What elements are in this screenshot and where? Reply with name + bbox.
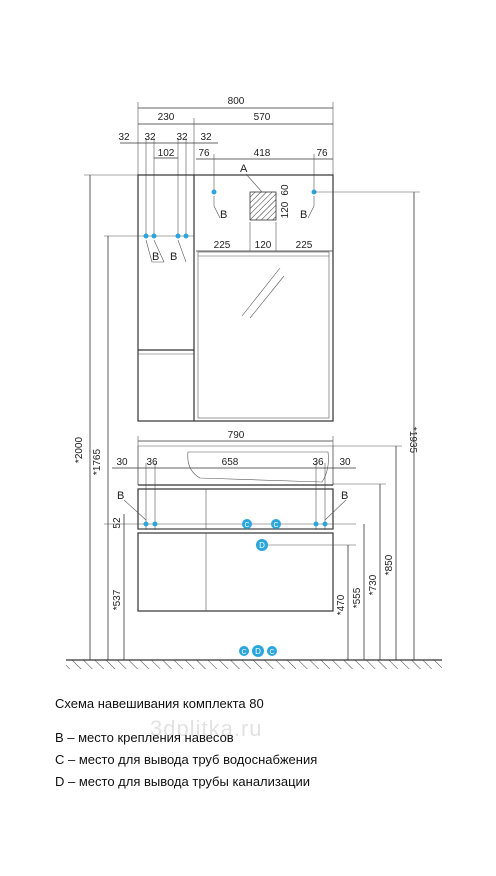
dim-basin-658: 658 <box>222 457 239 468</box>
dim-basin-36-right: 36 <box>312 457 324 468</box>
mirror-cabinet: A 60 120 B B 225 120 225 B B <box>104 163 334 422</box>
hook-point-vanity-4 <box>322 521 328 527</box>
floor-outlets: C D C <box>239 645 277 657</box>
dim-mirror-width: 570 <box>254 112 271 123</box>
dim-850: *850 <box>384 554 395 575</box>
marker-d: D <box>259 541 265 550</box>
marker-b-mirror-left: B <box>220 209 227 221</box>
dim-basin-30-left: 30 <box>116 457 128 468</box>
floor-marker-d: D <box>255 647 261 656</box>
marker-a: A <box>240 163 248 175</box>
top-dimensions: 800 230 570 32 32 32 32 102 76 418 76 <box>118 96 334 238</box>
mounting-diagram: 800 230 570 32 32 32 32 102 76 418 76 <box>66 96 442 669</box>
hook-point-vanity-1 <box>143 521 149 527</box>
watermark: 3dplitka.ru <box>150 716 263 741</box>
dim-32-d: 32 <box>200 132 212 143</box>
hook-point-mirror-left <box>211 189 217 195</box>
legend-c: С – место для вывода труб водоснабжения <box>55 752 318 767</box>
dim-total-width: 800 <box>228 96 245 107</box>
marker-b-vanity-left: B <box>117 490 124 502</box>
floor-drain <box>252 645 264 657</box>
dim-225-left: 225 <box>214 240 231 251</box>
dim-1765: *1765 <box>92 448 103 475</box>
vanity-unit: 790 30 36 658 36 30 B B <box>104 430 356 612</box>
marker-b-cabinet-right: B <box>170 251 177 263</box>
dim-cabinet-width: 230 <box>158 112 175 123</box>
hook-point-vanity-2 <box>152 521 158 527</box>
dim-470: *470 <box>336 594 347 615</box>
hook-point-cabinet-3 <box>175 233 181 239</box>
dim-hook-span: 102 <box>158 148 175 159</box>
dim-2000: *2000 <box>74 436 85 463</box>
hook-point-cabinet-4 <box>183 233 189 239</box>
dim-32-b: 32 <box>144 132 156 143</box>
dim-basin-36-left: 36 <box>146 457 158 468</box>
floor-water-right <box>267 646 277 656</box>
socket-block <box>249 191 277 221</box>
water-outlet-right <box>271 519 281 529</box>
dim-120-center: 120 <box>255 240 272 251</box>
dim-basin-30-right: 30 <box>339 457 351 468</box>
marker-c-right: C <box>273 522 278 529</box>
dim-socket-120: 120 <box>280 201 291 218</box>
dim-52: 52 <box>112 517 123 529</box>
dim-32-c: 32 <box>176 132 188 143</box>
marker-c-left: C <box>244 522 249 529</box>
floor <box>66 659 442 669</box>
dim-730: *730 <box>368 574 379 595</box>
marker-b-mirror-right: B <box>300 209 307 221</box>
dim-537: *537 <box>112 589 123 610</box>
marker-b-cabinet-left: B <box>152 251 159 263</box>
legend-b: В – место крепления навесов <box>55 730 234 745</box>
water-outlet-left <box>242 519 252 529</box>
floor-marker-c-right: C <box>269 649 274 656</box>
caption-title: Схема навешивания комплекта 80 <box>55 696 264 711</box>
legend-d: D – место для вывода трубы канализации <box>55 774 311 789</box>
dim-mirror-76-right: 76 <box>316 148 328 159</box>
dim-mirror-418: 418 <box>254 148 271 159</box>
dim-basin-790: 790 <box>228 430 245 441</box>
vertical-dimensions: *2000 *1765 *537 *1935 *850 *730 *555 *4… <box>74 174 420 660</box>
dim-555: *555 <box>352 587 363 608</box>
dim-1935: *1935 <box>407 427 418 454</box>
hook-point-cabinet-2 <box>151 233 157 239</box>
drain-outlet <box>256 539 268 551</box>
dim-socket-60: 60 <box>280 184 291 196</box>
floor-marker-c-left: C <box>241 649 246 656</box>
hook-point-vanity-3 <box>313 521 319 527</box>
dim-mirror-76-left: 76 <box>198 148 210 159</box>
dim-225-right: 225 <box>296 240 313 251</box>
dim-32-a: 32 <box>118 132 130 143</box>
marker-b-vanity-right: B <box>341 490 348 502</box>
floor-water-left <box>239 646 249 656</box>
hook-point-cabinet-1 <box>143 233 149 239</box>
